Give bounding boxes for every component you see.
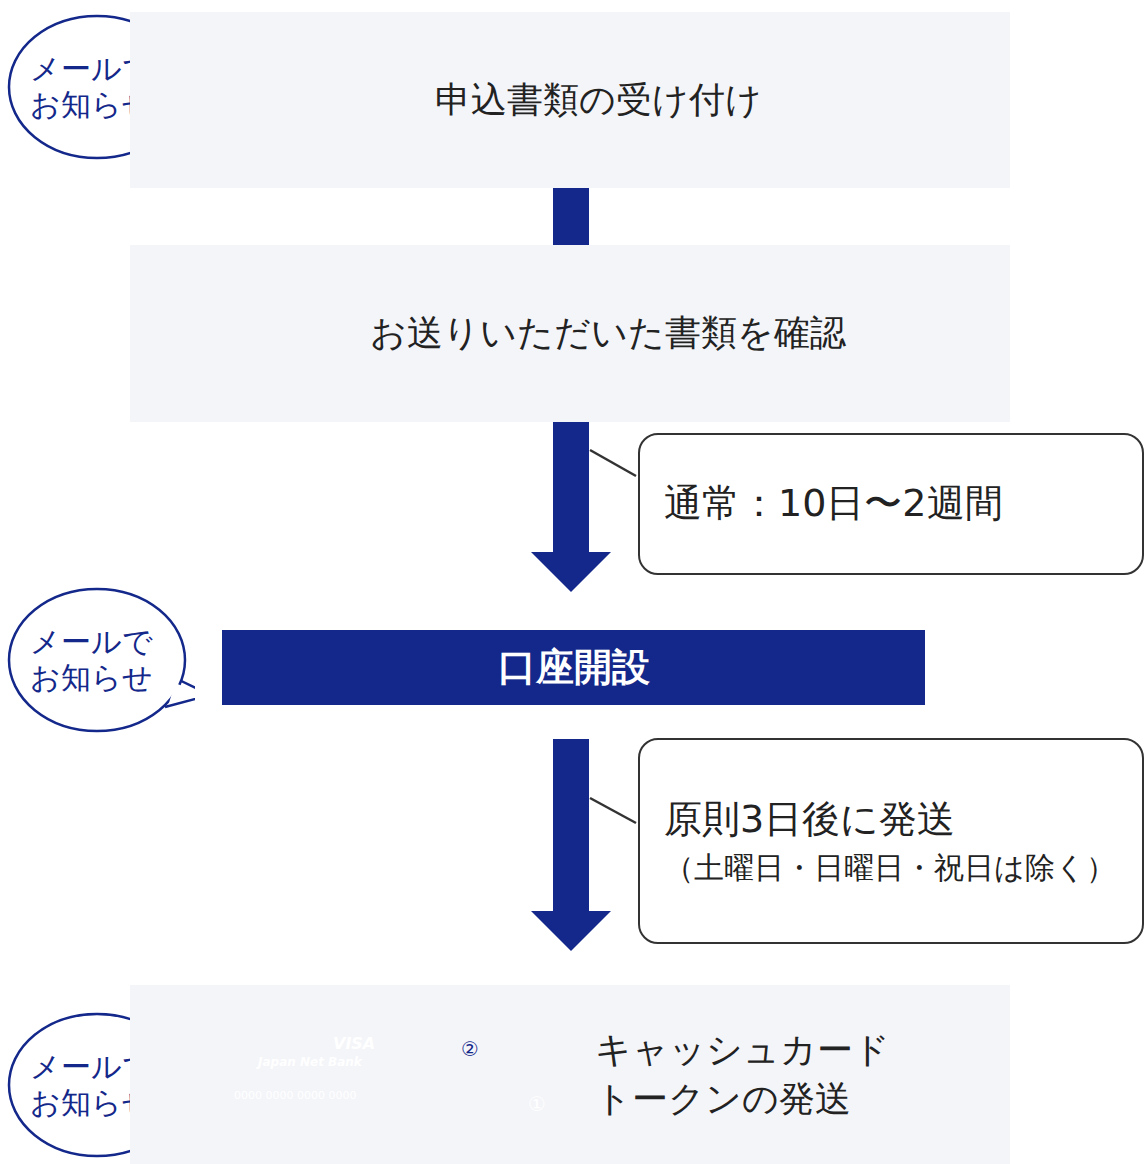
node-label: 通常：10日〜2週間	[664, 477, 1130, 530]
node-label: 口座開設	[498, 642, 650, 693]
node-label: 申込書類の受け付け	[435, 76, 990, 125]
node-label: メールで お知らせ	[21, 624, 161, 696]
flow-arrow	[531, 422, 611, 592]
card-brand: VISA	[333, 1036, 375, 1052]
card-number: 0000 0000 0000 0000	[234, 1090, 356, 1101]
node-label: お送りいただいた書類を確認	[370, 309, 990, 358]
process-box: お送りいただいた書類を確認	[130, 245, 1010, 422]
speech-bubble: メールで お知らせ	[5, 585, 195, 735]
bubble-ellipse	[9, 589, 185, 731]
flow-arrow	[531, 739, 611, 951]
callout-box: 通常：10日〜2週間	[638, 433, 1144, 575]
arrow-shaft	[553, 739, 589, 912]
arrow-shaft	[553, 188, 589, 245]
arrow-head	[531, 552, 611, 592]
process-box: 申込書類の受け付け	[130, 12, 1010, 188]
node-label: キャッシュカード トークンの発送	[595, 1026, 925, 1123]
node-label: 原則3日後に発送	[664, 793, 1130, 846]
callout-note: （土曜日・日曜日・祝日は除く）	[664, 847, 1130, 889]
flow-arrow	[571, 188, 572, 245]
callout-number: ②	[461, 1039, 479, 1059]
arrow-shaft	[553, 422, 589, 553]
process-box: キャッシュカード トークンの発送	[130, 985, 1010, 1164]
bank-name: Japan Net Bank	[258, 1056, 362, 1068]
arrow-head	[531, 911, 611, 951]
milestone-bar: 口座開設	[222, 630, 925, 705]
callout-box: 原則3日後に発送（土曜日・日曜日・祝日は除く）	[638, 738, 1144, 944]
callout-number: ①	[528, 1094, 546, 1114]
